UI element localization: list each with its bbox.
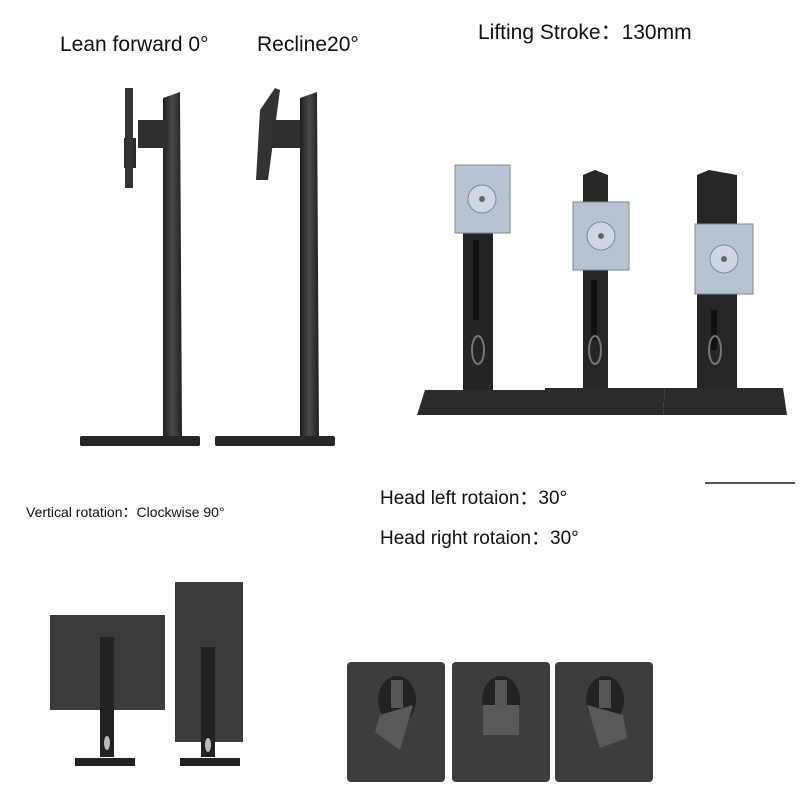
stand-highest	[663, 170, 787, 415]
monitor-landscape	[50, 615, 165, 766]
head-rotation-illustration	[347, 662, 653, 782]
stand-middle	[545, 170, 665, 415]
tilt-side-view-illustration	[80, 88, 335, 446]
stand-lowest	[417, 164, 553, 415]
head-panel-left	[347, 662, 445, 782]
stand-recline	[215, 88, 335, 446]
monitor-portrait	[175, 582, 243, 766]
lifting-stroke-illustration	[417, 164, 787, 415]
head-left-rotation-label: Head left rotaion：30°	[380, 488, 568, 509]
divider-line	[705, 482, 795, 484]
vertical-rotation-label: Vertical rotation：Clockwise 90°	[26, 504, 225, 520]
stand-lean-forward	[80, 88, 200, 446]
lean-forward-label: Lean forward 0°	[60, 33, 209, 56]
lifting-stroke-label: Lifting Stroke：130mm	[478, 21, 692, 44]
recline-label: Recline20°	[257, 33, 359, 56]
vertical-rotation-illustration	[50, 582, 243, 766]
head-right-rotation-label: Head right rotaion：30°	[380, 528, 579, 549]
head-panel-center	[452, 662, 550, 782]
head-panel-right	[555, 662, 653, 782]
